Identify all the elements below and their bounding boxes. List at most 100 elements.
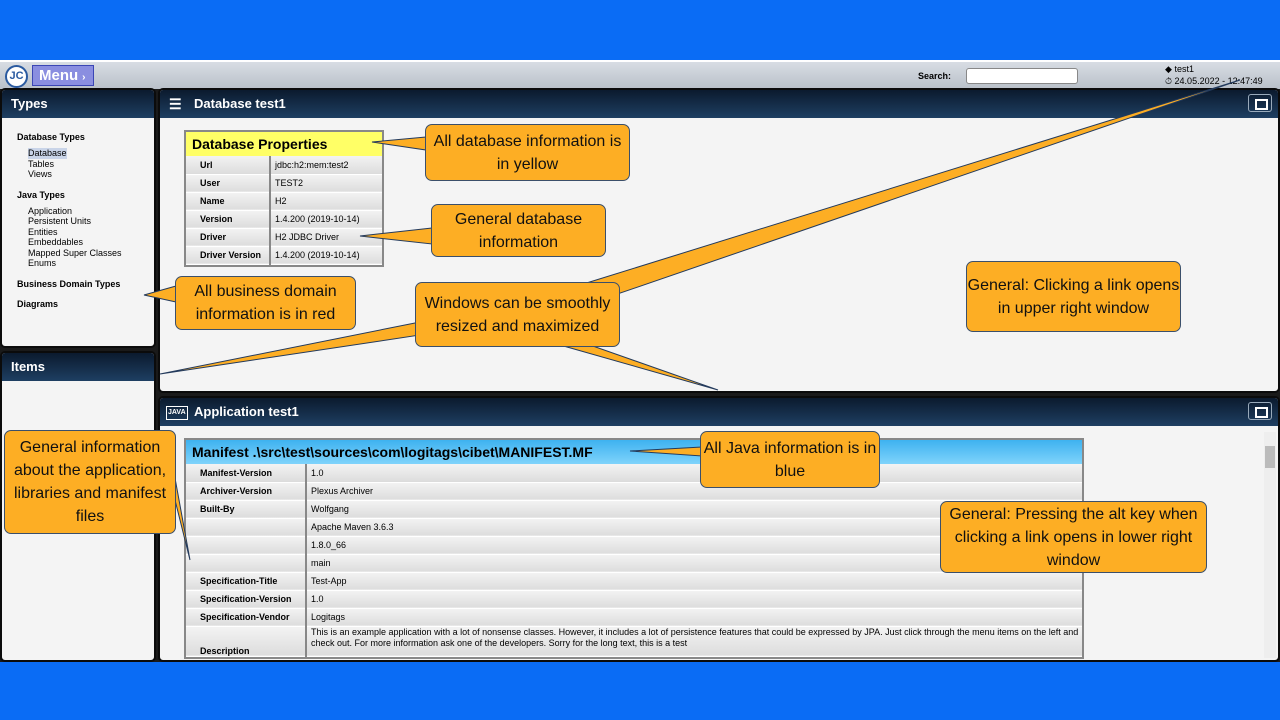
search-label: Search: [918,71,952,81]
database-panel-title: Database test1 [194,96,286,111]
property-value: H2 [270,192,382,211]
property-key: Specification-Vendor [186,608,307,627]
table-row: 1.8.0_66 [186,536,1082,555]
callout-tail [359,227,433,245]
tree-group-heading[interactable]: Business Domain Types [17,278,121,289]
property-key: Url [186,156,271,175]
property-value: main [306,554,1082,573]
tree-item[interactable]: Views [28,169,52,179]
property-key: Version [186,210,271,229]
scrollbar-thumb[interactable] [1265,446,1275,468]
table-row: main [186,554,1082,573]
tree-item[interactable]: Tables [28,158,55,169]
property-value: 1.0 [306,590,1082,609]
application-panel: JAVA Application test1 Manifest .\src\te… [158,396,1280,662]
property-key [186,536,307,555]
callout-tail [143,285,177,303]
clock-icon: ⏱ [1165,76,1173,86]
maximize-button[interactable] [1248,402,1272,420]
tree-item[interactable]: Embeddables [28,237,84,247]
property-value: Plexus Archiver [306,482,1082,501]
callout-resize: Windows can be smoothly resized and maxi… [415,282,620,347]
tree-item[interactable]: Application [28,205,73,216]
property-value: 1.8.0_66 [306,536,1082,555]
property-key: Specification-Title [186,572,307,591]
database-icon: ☰ [169,96,182,112]
property-value: 1.4.200 (2019-10-14) [270,246,382,265]
property-value: Apache Maven 3.6.3 [306,518,1082,537]
property-value: Test-App [306,572,1082,591]
tree-item[interactable]: Database [28,148,67,159]
property-value: 1.0 [306,464,1082,483]
tree-item-row: Persistent Units [17,216,154,227]
callout-general-database: General database information [431,204,606,257]
tree-item-row: Views [17,169,154,180]
property-key: Specification-Version [186,590,307,609]
callout-lower-right: General: Pressing the alt key when click… [940,501,1207,573]
property-key [186,518,307,537]
application-panel-header: JAVA Application test1 [160,398,1278,426]
table-title: Database Properties [186,132,382,156]
menu-label: Menu [39,67,79,84]
user-label: test1 [1174,64,1194,74]
property-value: This is an example application with a lo… [306,626,1082,657]
maximize-button[interactable] [1248,94,1272,112]
property-key: Built-By [186,500,307,519]
callout-tail [559,344,719,391]
callout-tail [174,477,191,561]
tree-item[interactable]: Persistent Units [28,216,92,226]
property-key: Driver [186,228,271,247]
property-value: 1.4.200 (2019-10-14) [270,210,382,229]
property-key: Archiver-Version [186,482,307,501]
callout-tail [629,446,703,457]
callout-upper-right: General: Clicking a link opens in upper … [966,261,1181,332]
tree-item-row: Database [17,148,154,159]
property-key: Name [186,192,271,211]
tree-item[interactable]: Enums [28,258,57,268]
property-key [186,554,307,573]
tree-item-row: Application [17,206,154,217]
property-value: Logitags [306,608,1082,627]
tree-item-row: Enums [17,258,154,269]
tree-group-heading[interactable]: Java Types [17,189,65,200]
property-key: Manifest-Version [186,464,307,483]
tree-group-heading[interactable]: Diagrams [17,298,59,309]
java-icon: JAVA [166,406,188,420]
types-panel-title: Types [2,90,154,118]
tag-icon: ◆ [1165,64,1172,74]
tree-item-row: Tables [17,159,154,170]
property-value: H2 JDBC Driver [270,228,382,247]
top-bar: JC Menu› Search: ◆ test1 ⏱ 24.05.2022 - … [0,60,1280,89]
property-key: User [186,174,271,193]
vertical-scrollbar[interactable] [1264,432,1276,658]
search-input[interactable] [966,68,1078,84]
callout-java-blue: All Java information is in blue [700,431,880,488]
tree-group-heading[interactable]: Database Types [17,132,85,142]
property-key: Description [186,626,307,657]
app-logo[interactable]: JC [5,65,28,88]
database-panel-header: ☰ Database test1 [160,90,1278,118]
callout-business-red: All business domain information is in re… [175,276,356,330]
property-value: Wolfgang [306,500,1082,519]
tree-item-row: Entities [17,227,154,238]
property-key: Driver Version [186,246,271,265]
tree-item[interactable]: Mapped Super Classes [28,247,122,258]
chevron-right-icon: › [82,72,86,83]
menu-button[interactable]: Menu› [32,65,94,86]
app-window: JC Menu› Search: ◆ test1 ⏱ 24.05.2022 - … [0,60,1280,662]
tree-item[interactable]: Entities [28,226,58,237]
